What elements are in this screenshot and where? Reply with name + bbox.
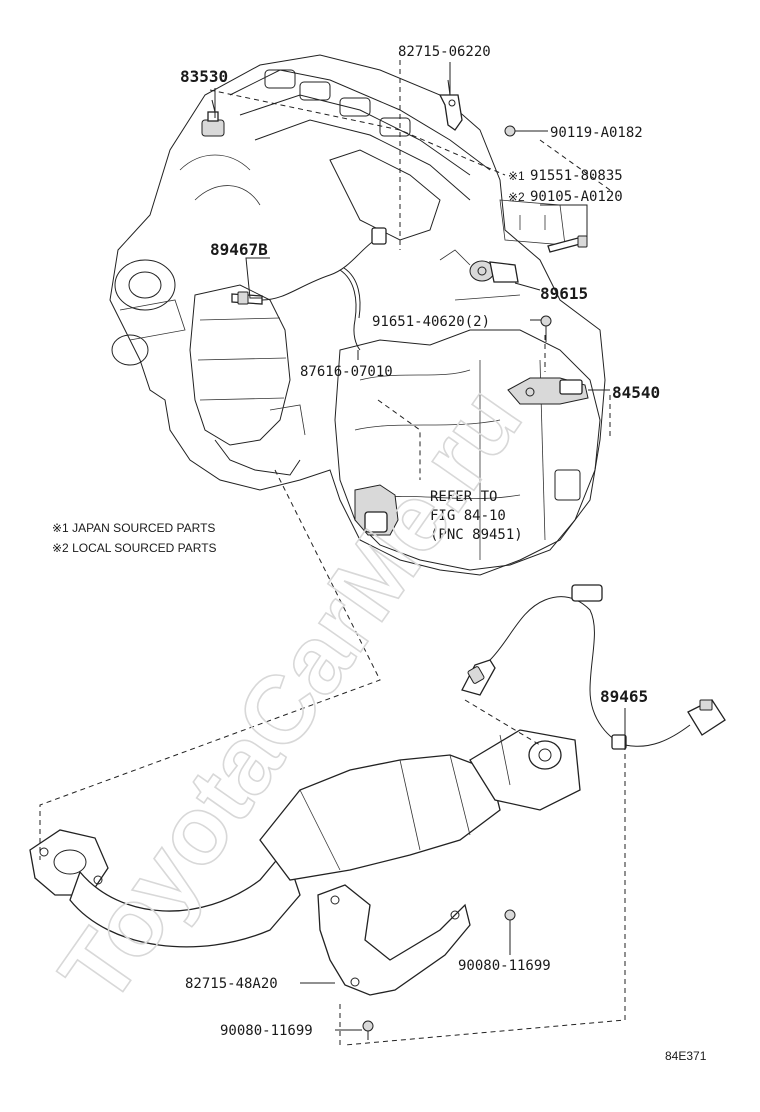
label-84540: 84540: [612, 383, 660, 402]
label-82715-06220: 82715-06220: [398, 44, 491, 60]
leader-lines: [214, 62, 626, 1031]
label-90080-11699-upper: 90080-11699: [458, 958, 551, 974]
refer-line-3: (PNC 89451): [430, 527, 523, 543]
bolt-90080-11699-lower: [362, 1020, 374, 1040]
refer-line-1: REFER TO: [430, 489, 497, 505]
engine-assembly: [109, 54, 606, 576]
bracket-82715-48A20: [317, 884, 471, 996]
wire-clamp-87616-07010: [339, 267, 361, 351]
label-87616-07010: 87616-07010: [300, 364, 393, 380]
exhaust-front-pipe: [29, 729, 581, 948]
label-90080-11699-lower: 90080-11699: [220, 1023, 313, 1039]
label-89465: 89465: [600, 687, 648, 706]
note-local-sourced: ※2 LOCAL SOURCED PARTS: [52, 541, 217, 555]
bolt-91651-40620: [540, 315, 552, 342]
bolt-90080-11699-upper: [504, 909, 516, 948]
knock-sensor-89615: [469, 260, 519, 283]
callout-dashed-lines: [39, 60, 626, 1046]
neutral-start-switch-84540: [507, 377, 589, 405]
label-89615: 89615: [540, 284, 588, 303]
note-japan-sourced: ※1 JAPAN SOURCED PARTS: [52, 521, 215, 535]
refer-line-2: FIG 84-10: [430, 508, 506, 524]
mark-2: ※2: [508, 190, 525, 204]
label-90105-A0120: 90105-A0120: [530, 189, 623, 205]
speed-sensor-ref-part: [354, 484, 399, 536]
label-90119-A0182: 90119-A0182: [550, 125, 643, 141]
bolt-91551-90105: [547, 235, 588, 253]
label-82715-48A20: 82715-48A20: [185, 976, 278, 992]
label-89467B: 89467B: [210, 240, 268, 259]
label-91551-80835: 91551-80835: [530, 168, 623, 184]
figure-code: 84E371: [665, 1049, 707, 1063]
oxygen-sensor-89465: [461, 584, 726, 750]
mark-1: ※1: [508, 169, 525, 183]
bracket-82715-06220: [438, 79, 463, 131]
label-83530: 83530: [180, 67, 228, 86]
oxygen-sensor-89467B: [231, 227, 387, 305]
oil-pressure-switch-83530: [201, 99, 225, 137]
label-91651-40620: 91651-40620(2): [372, 314, 490, 330]
